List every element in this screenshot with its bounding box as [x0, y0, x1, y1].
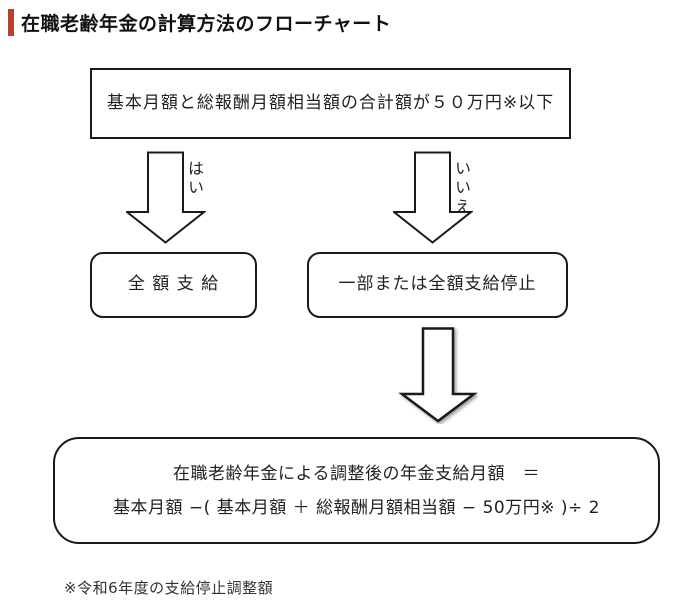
yes-arrow: はい [126, 151, 206, 244]
arrow-down-icon [398, 327, 478, 423]
arrow-down-icon [126, 151, 206, 244]
arrow-down-icon [393, 151, 473, 244]
title-accent-bar [8, 9, 14, 36]
page-title: 在職老齢年金の計算方法のフローチャート [21, 13, 392, 35]
result-box: 在職老齢年金による調整後の年金支給月額 ＝ 基本月額 −( 基本月額 ＋ 総報酬… [53, 437, 660, 544]
partial-suspension-box: 一部または全額支給停止 [307, 252, 568, 318]
result-line-2: 基本月額 −( 基本月額 ＋ 総報酬月額相当額 − 50万円※ )÷ 2 [113, 497, 600, 518]
main-down-arrow [398, 327, 478, 424]
condition-box: 基本月額と総報酬月額相当額の合計額が５０万円※以下 [90, 68, 571, 139]
result-line-1: 在職老齢年金による調整後の年金支給月額 ＝ [173, 463, 540, 484]
footnote: ※令和6年度の支給停止調整額 [64, 579, 274, 597]
page-header: 在職老齢年金の計算方法のフローチャート [8, 9, 391, 36]
no-arrow: いいえ [393, 151, 473, 244]
full-payment-box: 全 額 支 給 [90, 252, 257, 318]
